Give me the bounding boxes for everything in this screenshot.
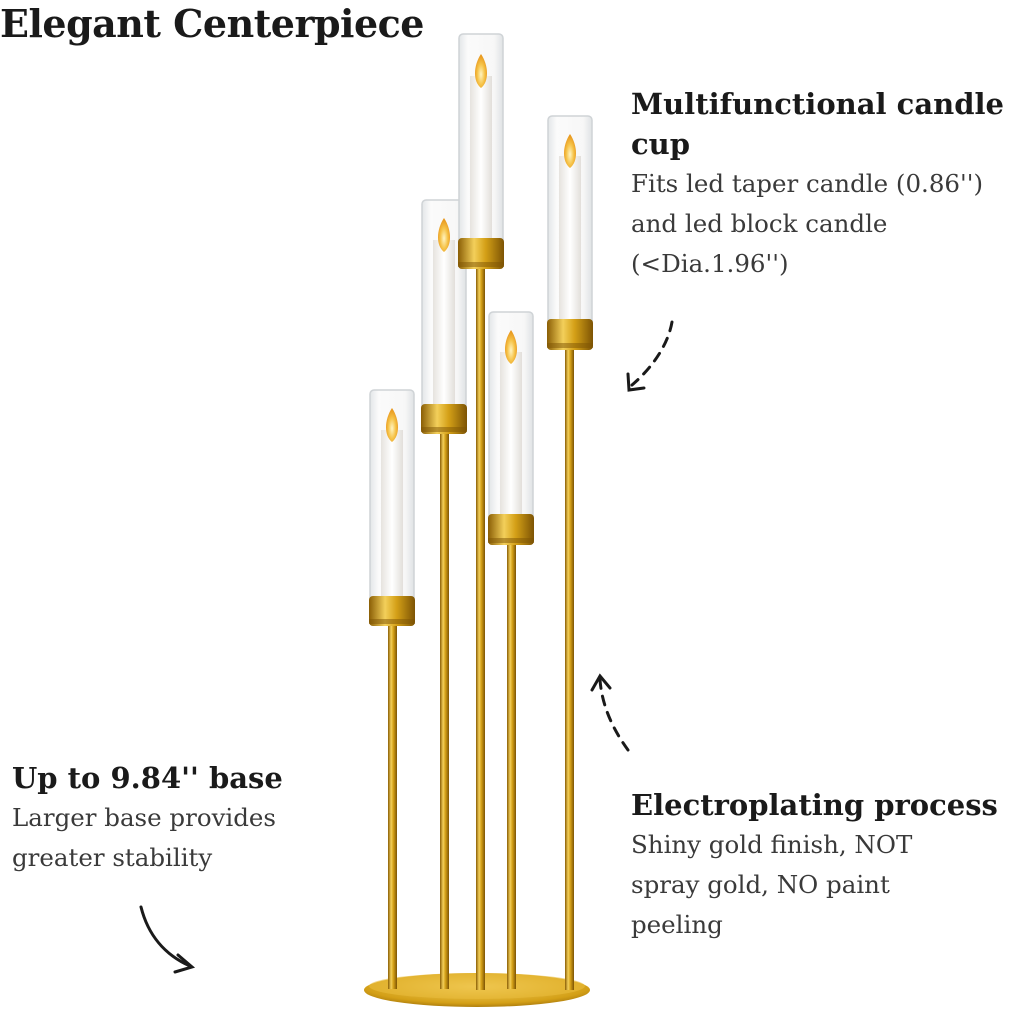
rod-1 (388, 625, 397, 989)
feature-plating-line-2: spray gold, NO paint (631, 870, 890, 899)
feature-base-heading: Up to 9.84'' base (12, 761, 283, 795)
page-title: Elegant Centerpiece (0, 1, 424, 46)
feature-plating-line-3: peeling (631, 910, 723, 939)
feature-cup-line-1: Fits led taper candle (0.86'') (631, 169, 984, 198)
candle-holder-5 (547, 115, 593, 350)
candle-holder-2 (421, 199, 467, 434)
arrow-to-rod-icon (590, 673, 630, 752)
feature-cup-line-3: (<Dia.1.96'') (631, 249, 789, 278)
arrow-to-cup-icon (626, 320, 674, 392)
candle-holder-4 (488, 311, 534, 545)
rod-5 (565, 350, 574, 990)
feature-plating-line-1: Shiny gold finish, NOT (631, 830, 913, 859)
rod-2 (440, 433, 449, 989)
rod-4 (507, 545, 516, 989)
feature-base-line-1: Larger base provides (12, 803, 276, 832)
feature-base-line-2: greater stability (12, 843, 213, 872)
rod-3 (476, 268, 485, 990)
arrow-to-base-icon (139, 905, 196, 974)
feature-cup-line-2: and led block candle (631, 209, 888, 238)
feature-plating-heading: Electroplating process (631, 788, 998, 822)
feature-cup-heading: Multifunctional candle cup (631, 87, 1004, 161)
feature-base: Up to 9.84'' base Larger base provides g… (12, 758, 332, 878)
feature-electroplating: Electroplating process Shiny gold finish… (631, 785, 1023, 945)
feature-candle-cup: Multifunctional candle cup Fits led tape… (631, 84, 1024, 284)
candle-holder-3 (458, 33, 504, 269)
candle-holder-1 (369, 389, 415, 626)
